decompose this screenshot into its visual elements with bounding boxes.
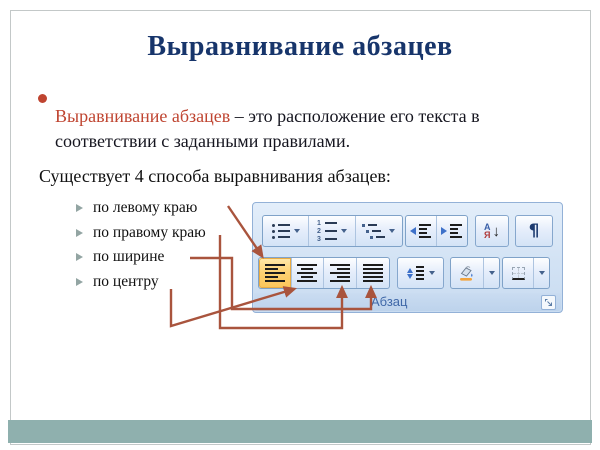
slide-frame: [10, 10, 591, 445]
align-right-icon: [329, 264, 350, 282]
decrease-indent-icon: [410, 224, 432, 238]
align-left-icon: [264, 264, 285, 282]
align-center-icon: [297, 264, 318, 282]
group-label-strip: Абзац: [254, 293, 561, 311]
alignment-list: по левому краю по правому краю по ширине…: [76, 196, 206, 294]
bullet-dot-icon: [38, 94, 47, 103]
shading-button[interactable]: [451, 258, 484, 288]
chevron-down-icon: [428, 271, 435, 275]
definition-term: Выравнивание абзацев: [55, 106, 231, 126]
chevron-down-icon: [488, 271, 495, 275]
borders-button[interactable]: [503, 258, 534, 288]
bullets-button[interactable]: [263, 216, 310, 246]
definition-rest: – это расположение его текста в соответс…: [55, 106, 480, 151]
list-item: по центру: [76, 270, 206, 295]
increase-indent-button[interactable]: [437, 216, 467, 246]
multilevel-list-icon: [362, 223, 386, 239]
list-item: по ширине: [76, 245, 206, 270]
subtitle-text: Существует 4 способа выравнивания абзаце…: [39, 166, 391, 186]
list-buttons-group: 1 2 3: [262, 215, 403, 247]
dialog-launcher-icon: [545, 299, 552, 306]
justify-button[interactable]: [357, 258, 389, 288]
chevron-down-icon: [341, 229, 348, 233]
chevron-down-icon: [389, 229, 396, 233]
item-arrow-icon: [76, 277, 83, 286]
paint-bucket-icon: [460, 266, 473, 281]
page-title: Выравнивание абзацев: [147, 31, 453, 62]
indent-buttons-group: [405, 215, 468, 247]
list-item: по левому краю: [76, 196, 206, 221]
paragraph-ribbon-group: 1 2 3: [252, 202, 563, 313]
decrease-indent-button[interactable]: [406, 216, 437, 246]
footer-band: [8, 420, 592, 443]
justify-icon: [362, 264, 383, 282]
borders-dropdown-button[interactable]: [534, 258, 549, 288]
numbering-icon: 1 2 3: [317, 220, 338, 243]
pilcrow-icon: ¶: [528, 221, 540, 241]
list-item: по правому краю: [76, 221, 206, 246]
align-center-button[interactable]: [292, 258, 324, 288]
group-label: Абзац: [371, 294, 408, 309]
borders-icon: [511, 266, 525, 280]
item-arrow-icon: [76, 204, 83, 213]
align-left-button[interactable]: [259, 258, 292, 288]
multilevel-list-button[interactable]: [356, 216, 402, 246]
chevron-down-icon: [293, 229, 300, 233]
item-arrow-icon: [76, 228, 83, 237]
align-right-button[interactable]: [324, 258, 357, 288]
bullets-icon: [271, 223, 290, 239]
definition-text: Выравнивание абзацев – это расположение …: [55, 104, 552, 154]
alignment-buttons-group: [258, 257, 390, 289]
chevron-down-icon: [538, 271, 545, 275]
line-spacing-icon: [406, 266, 435, 280]
line-spacing-button[interactable]: [397, 257, 444, 289]
shading-dropdown-button[interactable]: [484, 258, 499, 288]
increase-indent-icon: [441, 224, 463, 238]
numbering-button[interactable]: 1 2 3: [309, 216, 356, 246]
shading-split-button: [450, 257, 500, 289]
down-arrow-icon: ↓: [492, 222, 501, 240]
show-marks-button[interactable]: ¶: [515, 215, 553, 247]
dialog-launcher-button[interactable]: [541, 295, 556, 310]
borders-split-button: [502, 257, 550, 289]
item-arrow-icon: [76, 253, 83, 262]
